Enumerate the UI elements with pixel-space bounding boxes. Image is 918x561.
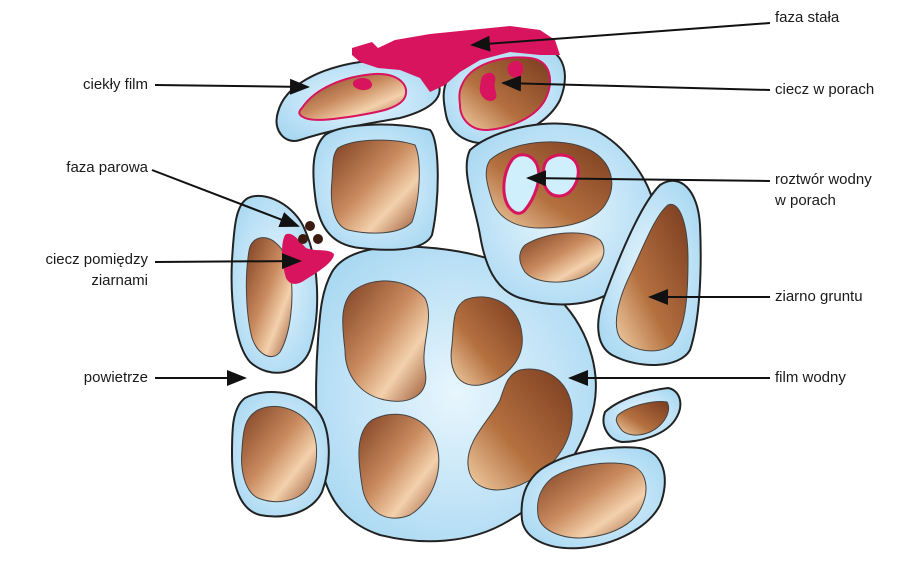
small-right-particle (604, 388, 681, 442)
bottom-left-particle (232, 392, 329, 516)
vapor-bubble (305, 221, 315, 231)
label-roztwor-wodny-line1: roztwór wodny (775, 170, 872, 190)
aqueous-solution-pore (543, 155, 578, 196)
label-ciecz-pomiedzy-line2: ziarnami (0, 271, 148, 291)
label-ciecz-w-porach: ciecz w porach (775, 80, 874, 100)
arrow-ciecz-pomiedzy (155, 261, 300, 262)
label-faza-stala: faza stała (775, 8, 839, 28)
label-film-wodny: film wodny (775, 368, 846, 388)
vapor-bubble (298, 234, 308, 244)
label-faza-parowa: faza parowa (10, 158, 148, 178)
label-ciekly-film: ciekły film (20, 75, 148, 95)
pore-liquid (508, 61, 524, 78)
label-ziarno-gruntu: ziarno gruntu (775, 287, 863, 307)
soil-grain (242, 406, 317, 501)
label-powietrze: powietrze (10, 368, 148, 388)
arrow-ciekly-film (155, 85, 308, 87)
arrow-faza-parowa (152, 170, 298, 226)
vapor-bubble (313, 234, 323, 244)
soil-grain (343, 281, 429, 401)
label-ciecz-pomiedzy-line1: ciecz pomiędzy (0, 250, 148, 270)
soil-grain (331, 140, 419, 233)
label-roztwor-wodny-line2: w porach (775, 191, 836, 211)
upper-left-particle (313, 125, 437, 250)
